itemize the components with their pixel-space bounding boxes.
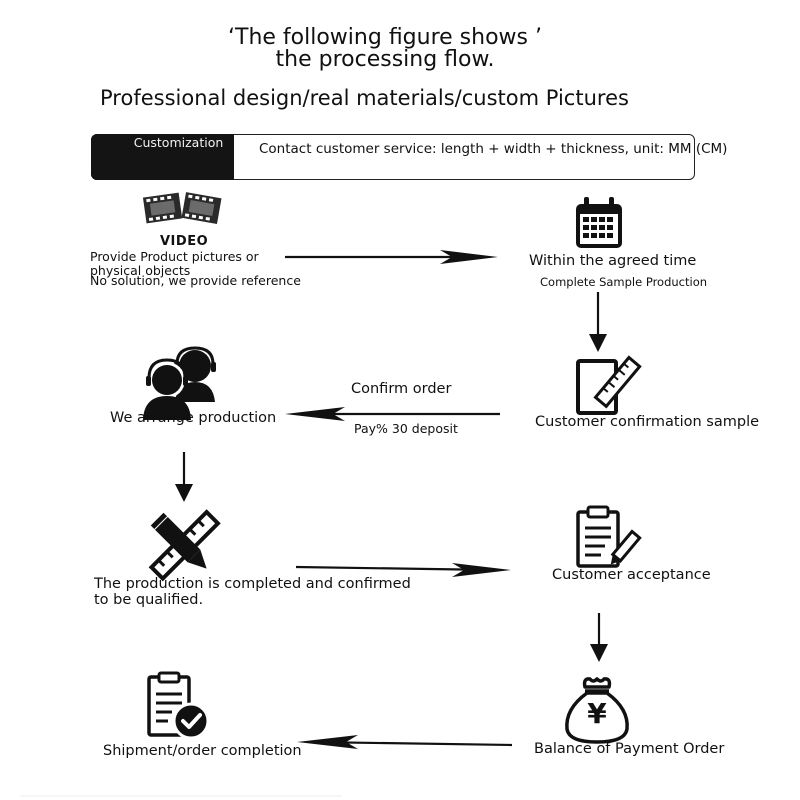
provide-label-3: No solution, we provide reference bbox=[90, 273, 301, 288]
video-icon-label: VIDEO bbox=[160, 234, 209, 249]
subtitle: Professional design/real materials/custo… bbox=[100, 86, 629, 110]
calendar-icon bbox=[576, 197, 622, 248]
title-line-2: the processing flow. bbox=[275, 47, 495, 72]
customization-tag bbox=[91, 134, 234, 180]
arrow-acceptance-to-balance bbox=[590, 613, 608, 662]
video-film-icon bbox=[142, 192, 222, 224]
arrow-balance-to-shipment bbox=[297, 735, 513, 749]
acceptance-label: Customer acceptance bbox=[552, 567, 711, 583]
order-complete-icon bbox=[147, 671, 210, 740]
balance-payment-label: Balance of Payment Order bbox=[534, 741, 725, 757]
arrow-sample-to-production bbox=[285, 407, 500, 421]
bottom-divider bbox=[20, 795, 342, 797]
pencil-ruler-icon bbox=[148, 509, 221, 582]
title-line-1: ‘The following figure shows ’ bbox=[228, 25, 542, 50]
completed-label-2: to be qualified. bbox=[94, 592, 204, 608]
arrow-time-to-sample bbox=[589, 292, 607, 352]
production-team-icon bbox=[143, 346, 216, 420]
confirmation-sample-label: Customer confirmation sample bbox=[535, 414, 760, 430]
customization-tag-label: Customization bbox=[133, 135, 224, 150]
arrow-production-to-completed bbox=[175, 452, 193, 502]
arrow-completed-to-acceptance bbox=[295, 563, 511, 577]
customization-instructions: Contact customer service: length + width… bbox=[259, 141, 728, 157]
sample-production-label: Complete Sample Production bbox=[540, 275, 708, 289]
money-bag-icon bbox=[565, 677, 629, 744]
shipment-label: Shipment/order completion bbox=[103, 743, 302, 759]
clipboard-pen-icon bbox=[576, 505, 642, 568]
agreed-time-label: Within the agreed time bbox=[529, 253, 697, 269]
notepad-ruler-icon bbox=[576, 355, 642, 415]
deposit-label: Pay% 30 deposit bbox=[354, 421, 458, 436]
arrange-production-label: We arrange production bbox=[110, 410, 277, 426]
provide-label-2: physical objects bbox=[90, 263, 191, 278]
provide-label-1: Provide Product pictures or bbox=[90, 249, 259, 264]
yen-symbol: ¥ bbox=[587, 697, 607, 730]
confirm-order-label: Confirm order bbox=[351, 381, 452, 397]
completed-label-1: The production is completed and confirme… bbox=[94, 576, 411, 592]
arrow-provide-to-time bbox=[285, 250, 498, 264]
